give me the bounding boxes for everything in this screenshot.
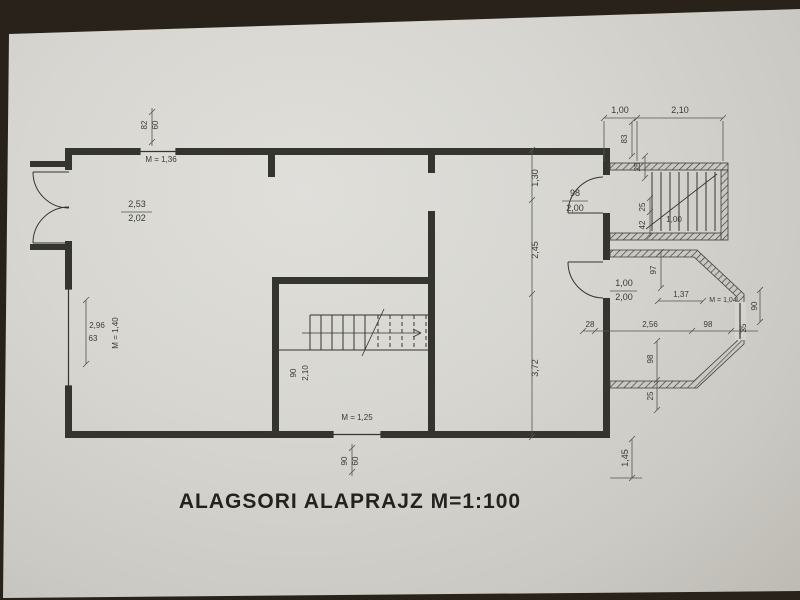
dim-label: M = 1,40 <box>111 317 120 349</box>
dim-label: 2,45 <box>530 241 540 259</box>
dim-label: 2,56 <box>642 320 658 329</box>
entrance-door-leaf-bottom <box>32 206 70 244</box>
dim-label: 90 <box>289 368 298 377</box>
dim-label: 1,00 <box>666 215 682 224</box>
dim-label: 90 <box>340 456 349 465</box>
door-to-bay <box>567 261 604 299</box>
door-to-stair <box>567 176 604 214</box>
dim-label: 2,02 <box>128 213 146 223</box>
drawing-title: ALAGSORI ALAPRAJZ M=1:100 <box>179 490 521 513</box>
dim-label: 60 <box>351 456 360 465</box>
dim-label: 2,53 <box>128 199 146 209</box>
dim-label: 2,96 <box>89 321 105 330</box>
dim-label: 1,45 <box>620 449 630 467</box>
dim-label: M = 1,36 <box>145 155 177 164</box>
stair-direction-line <box>645 173 718 230</box>
dim-label: 3,72 <box>530 359 540 377</box>
windows <box>65 148 746 438</box>
dim-label: 90 <box>750 301 759 310</box>
stair-break-line <box>361 308 385 357</box>
dim-label: 83 <box>620 134 629 143</box>
dim-label: 2,00 <box>566 203 584 213</box>
stairs-exterior <box>645 172 718 231</box>
dim-label: 97 <box>649 265 658 274</box>
dim-label: 60 <box>151 120 160 129</box>
dim-label: M = 1,25 <box>341 413 373 422</box>
entrance-door-leaf-top <box>32 171 70 209</box>
dim-label: 25 <box>646 391 655 400</box>
dim-label: 42 <box>638 220 647 229</box>
dim-label: 1,00 <box>611 105 629 115</box>
dim-label: 2,10 <box>301 365 310 381</box>
dim-label: 63 <box>89 334 98 343</box>
dim-label: 1,37 <box>673 290 689 299</box>
dim-label: 2,10 <box>671 105 689 115</box>
dim-label: 2,00 <box>615 292 633 302</box>
walls <box>30 148 610 438</box>
dim-label: M = 1,04 <box>709 297 737 304</box>
dim-label: 1,00 <box>615 278 633 288</box>
dim-label: 25 <box>638 202 647 211</box>
bay-wall-band <box>609 249 745 389</box>
dim-label: 98 <box>646 354 655 363</box>
dim-label: 25 <box>739 323 748 332</box>
dimension-lines <box>82 108 764 482</box>
doors <box>32 171 604 299</box>
dim-label: 82 <box>140 120 149 129</box>
dim-label: 28 <box>586 320 595 329</box>
dim-label: 98 <box>704 320 713 329</box>
dim-label: 98 <box>570 188 580 198</box>
hatched-walls <box>609 162 745 389</box>
stairs-main <box>279 308 430 357</box>
dim-label: 25 <box>633 162 642 171</box>
dim-label: 1,30 <box>530 169 540 187</box>
dimension-labels: M = 1,36 82 60 2,53 2,02 2,96 63 M = 1,4… <box>89 105 759 467</box>
